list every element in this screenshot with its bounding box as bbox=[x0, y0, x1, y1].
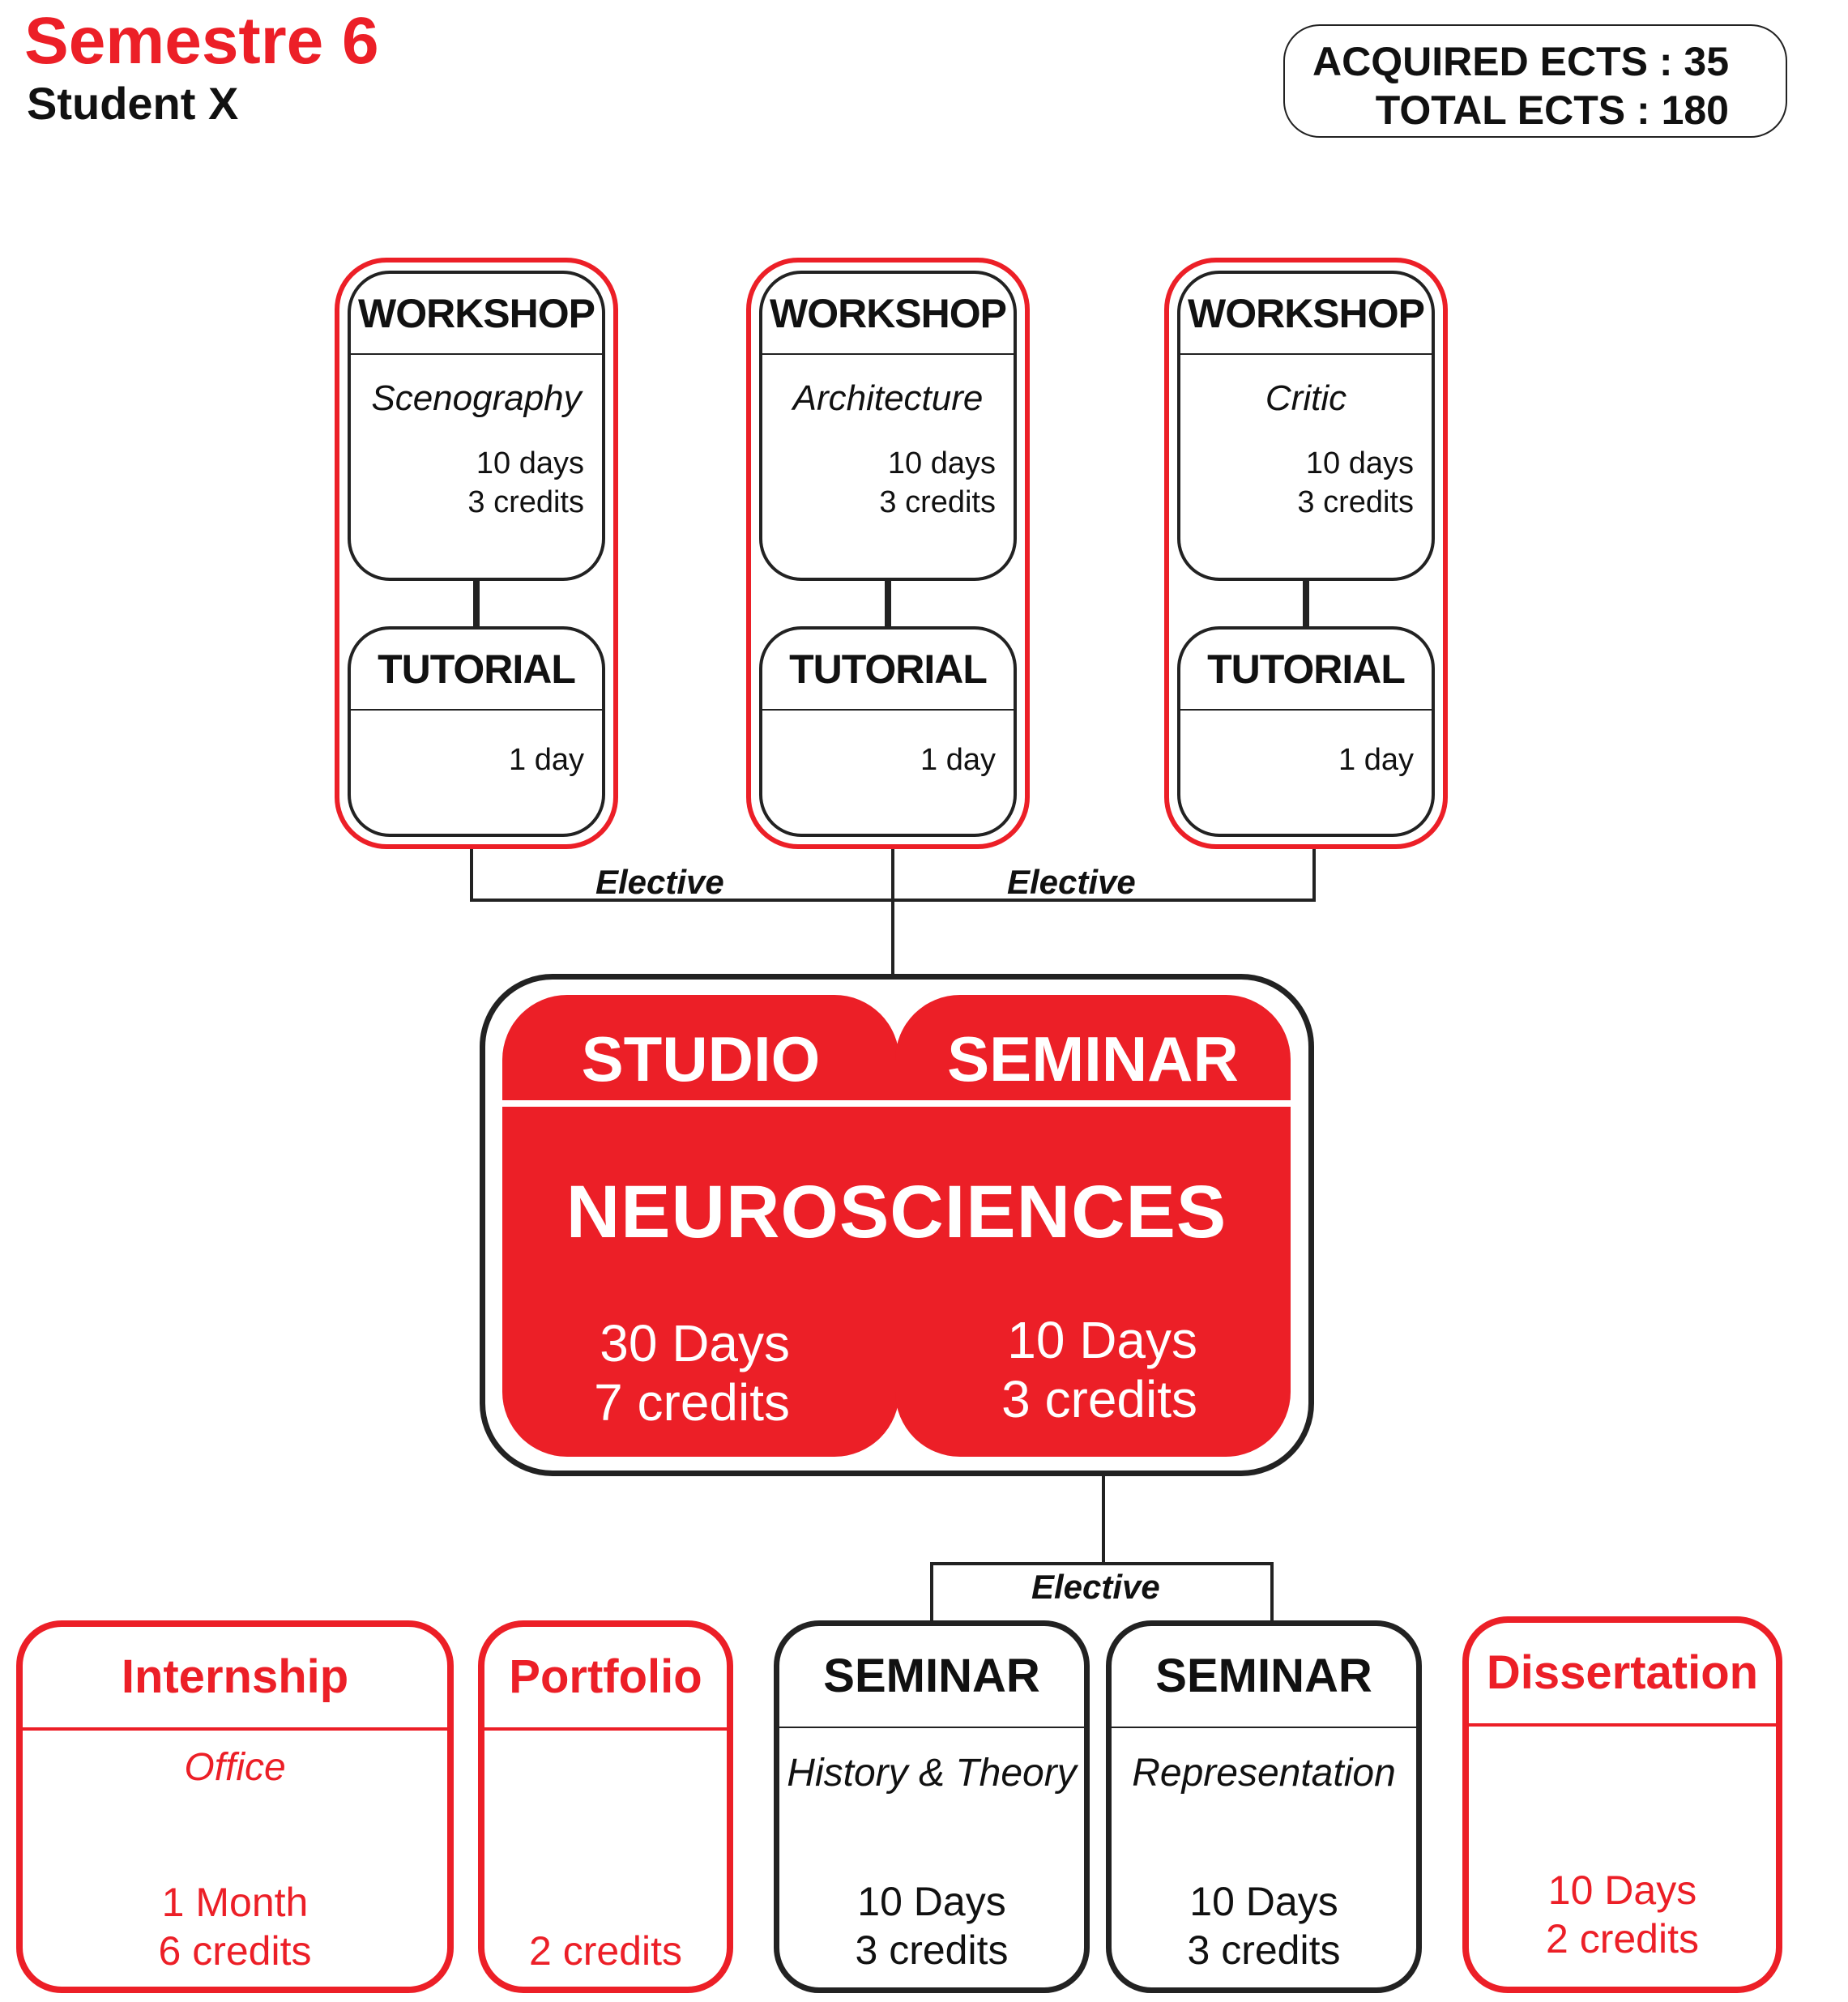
studio-meta: 30 Days 7 credits bbox=[502, 1314, 790, 1432]
workshop-duration: 10 days bbox=[887, 446, 996, 480]
seminar-credits: 3 credits bbox=[1187, 1927, 1341, 1973]
workshop-card: WORKSHOP Scenography 10 days 3 credits bbox=[348, 271, 605, 581]
tutorial-duration: 1 day bbox=[920, 743, 996, 777]
workshop-duration: 10 days bbox=[476, 446, 584, 480]
seminar-duration: 10 Days bbox=[1007, 1311, 1197, 1369]
tutorial-heading: TUTORIAL bbox=[1180, 630, 1432, 711]
workshop-group-architecture: WORKSHOP Architecture 10 days 3 credits … bbox=[746, 258, 1030, 849]
seminar-history-theory-card: SEMINAR History & Theory 10 Days 3 credi… bbox=[774, 1620, 1090, 1993]
portfolio-credits: 2 credits bbox=[529, 1928, 682, 1974]
workshop-tutorial-link bbox=[885, 581, 891, 626]
tutorial-duration: 1 day bbox=[509, 743, 584, 777]
internship-credits: 6 credits bbox=[158, 1928, 312, 1974]
dissertation-duration: 10 Days bbox=[1547, 1868, 1697, 1913]
portfolio-heading: Portfolio bbox=[484, 1627, 727, 1731]
seminar-credits: 3 credits bbox=[855, 1927, 1009, 1973]
internship-duration: 1 Month bbox=[161, 1880, 309, 1925]
portfolio-card: Portfolio 2 credits bbox=[478, 1620, 733, 1993]
main-course-frame bbox=[480, 974, 1314, 1476]
elective-label: Elective bbox=[1007, 863, 1136, 901]
seminar-duration: 10 Days bbox=[857, 1879, 1006, 1924]
main-header-divider bbox=[502, 1100, 1291, 1107]
workshop-credits: 3 credits bbox=[879, 485, 996, 519]
acquired-ects: ACQUIRED ECTS : 35 bbox=[1312, 39, 1729, 84]
studio-credits: 7 credits bbox=[594, 1373, 790, 1432]
seminar-credits: 3 credits bbox=[1001, 1370, 1197, 1428]
tutorial-heading: TUTORIAL bbox=[351, 630, 602, 711]
workshop-meta: 10 days 3 credits bbox=[351, 444, 602, 522]
elective-label: Elective bbox=[595, 863, 724, 901]
tutorial-heading: TUTORIAL bbox=[762, 630, 1014, 711]
workshop-group-scenography: WORKSHOP Scenography 10 days 3 credits T… bbox=[335, 258, 618, 849]
workshop-card: WORKSHOP Architecture 10 days 3 credits bbox=[759, 271, 1017, 581]
workshop-group-critic: WORKSHOP Critic 10 days 3 credits TUTORI… bbox=[1164, 258, 1448, 849]
seminar-meta: 10 Days 3 credits bbox=[779, 1877, 1084, 1974]
workshop-duration: 10 days bbox=[1305, 446, 1414, 480]
workshop-card: WORKSHOP Critic 10 days 3 credits bbox=[1177, 271, 1435, 581]
tutorial-card: TUTORIAL 1 day bbox=[1177, 626, 1435, 837]
ects-summary-box: ACQUIRED ECTS : 35 TOTAL ECTS : 180 bbox=[1283, 24, 1787, 138]
workshop-meta: 10 days 3 credits bbox=[1180, 444, 1432, 522]
tutorial-card: TUTORIAL 1 day bbox=[348, 626, 605, 837]
seminar-heading: SEMINAR bbox=[779, 1626, 1084, 1728]
tutorial-card: TUTORIAL 1 day bbox=[759, 626, 1017, 837]
workshop-tutorial-link bbox=[1303, 581, 1309, 626]
seminar-duration: 10 Days bbox=[1189, 1879, 1338, 1924]
seminar-subtitle: History & Theory bbox=[787, 1752, 1077, 1795]
dissertation-meta: 10 Days 2 credits bbox=[1469, 1866, 1776, 1963]
workshop-subject: Scenography bbox=[371, 378, 582, 418]
bottom-elective-connector bbox=[930, 1562, 1274, 1641]
workshop-tutorial-link bbox=[473, 581, 480, 626]
dissertation-heading: Dissertation bbox=[1469, 1623, 1776, 1727]
total-ects: TOTAL ECTS : 180 bbox=[1375, 88, 1729, 133]
workshop-heading: WORKSHOP bbox=[351, 274, 602, 355]
dissertation-card: Dissertation 10 Days 2 credits bbox=[1462, 1616, 1782, 1993]
workshop-credits: 3 credits bbox=[467, 485, 584, 519]
tutorial-duration: 1 day bbox=[1338, 743, 1414, 777]
workshop-subject: Architecture bbox=[792, 378, 984, 418]
seminar-representation-card: SEMINAR Representation 10 Days 3 credits bbox=[1106, 1620, 1422, 1993]
dissertation-credits: 2 credits bbox=[1546, 1916, 1699, 1961]
elective-label: Elective bbox=[1031, 1568, 1160, 1606]
main-course-band bbox=[502, 1110, 1291, 1353]
seminar-heading: SEMINAR bbox=[947, 1023, 1239, 1095]
internship-card: Internship Office 1 Month 6 credits bbox=[16, 1620, 454, 1993]
workshop-heading: WORKSHOP bbox=[762, 274, 1014, 355]
seminar-meta: 10 Days 3 credits bbox=[895, 1311, 1197, 1429]
workshop-subject: Critic bbox=[1265, 378, 1347, 418]
seminar-heading: SEMINAR bbox=[1112, 1626, 1416, 1728]
seminar-meta: 10 Days 3 credits bbox=[1112, 1877, 1416, 1974]
internship-meta: 1 Month 6 credits bbox=[23, 1878, 447, 1975]
internship-subtitle: Office bbox=[184, 1746, 286, 1789]
studio-duration: 30 Days bbox=[600, 1314, 790, 1372]
seminar-subtitle: Representation bbox=[1132, 1752, 1396, 1795]
workshop-credits: 3 credits bbox=[1297, 485, 1414, 519]
studio-heading: STUDIO bbox=[581, 1023, 821, 1095]
workshop-meta: 10 days 3 credits bbox=[762, 444, 1014, 522]
student-name: Student X bbox=[27, 78, 239, 129]
main-course-name: NEUROSCIENCES bbox=[565, 1171, 1227, 1253]
workshop-heading: WORKSHOP bbox=[1180, 274, 1432, 355]
internship-heading: Internship bbox=[23, 1627, 447, 1731]
semester-title: Semestre 6 bbox=[24, 4, 379, 78]
